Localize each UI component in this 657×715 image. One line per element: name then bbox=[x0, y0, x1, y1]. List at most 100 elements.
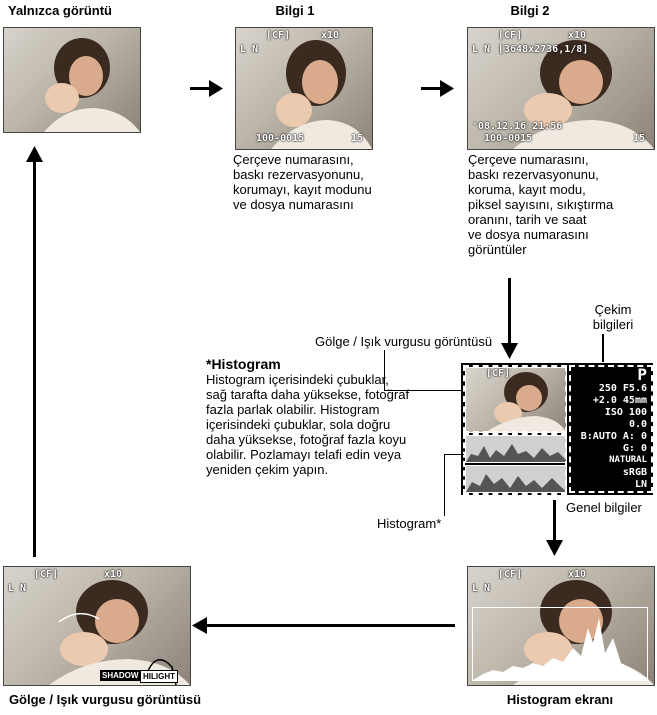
desc-line: baskı rezervasyonunu, bbox=[468, 167, 599, 182]
leader-shooting-info bbox=[602, 334, 604, 362]
histogram-note-line: olabilir. Pozlamayı telafi edin veya bbox=[206, 447, 402, 462]
photo-mother-baby bbox=[486, 372, 566, 432]
screen-histogram: [CF] x10 L N bbox=[467, 566, 655, 686]
osd-card: [CF] bbox=[498, 569, 523, 580]
title-histogram-screen: Histogram ekranı bbox=[506, 692, 614, 707]
osd-quality: L N bbox=[240, 44, 259, 55]
osd-quality: L N bbox=[472, 583, 491, 594]
info-dashed-frame bbox=[569, 365, 653, 493]
desc-line: baskı rezervasyonunu, bbox=[233, 167, 364, 182]
photo-mother-baby bbox=[513, 40, 654, 149]
osd-zoom: x10 bbox=[568, 30, 587, 41]
info-thumbnail: [CF] bbox=[465, 367, 567, 433]
title-shadow-highlight-screen: Gölge / Işık vurgusu görüntüsü bbox=[8, 692, 202, 707]
arrowhead-down-1 bbox=[501, 343, 518, 359]
photo-mother-baby bbox=[49, 580, 190, 685]
shooting-line: 0.0 bbox=[628, 419, 647, 430]
desc-info2: Çerçeve numarasını, baskı rezervasyonunu… bbox=[468, 152, 654, 257]
shooting-info-panel: P 250 F5.6 +2.0 45mm ISO 100 0.0 B:AUTO … bbox=[569, 363, 653, 495]
callout-general-info: Genel bilgiler bbox=[566, 500, 642, 515]
histogram-bottom bbox=[465, 465, 567, 493]
arrowhead-right-1 bbox=[209, 80, 223, 97]
label-hilight: HILIGHT bbox=[140, 670, 178, 683]
arrow-right-1 bbox=[190, 87, 212, 90]
shooting-line: NATURAL bbox=[609, 455, 647, 465]
histogram-note-line: Histogram içerisindeki çubuklar, bbox=[206, 372, 389, 387]
shooting-line: LN bbox=[634, 479, 647, 490]
thumbnail-dashed-frame bbox=[463, 365, 567, 433]
leader-histogram-h bbox=[444, 454, 464, 455]
arrow-down-1 bbox=[508, 278, 511, 346]
screen-info-display: [CF] P 250 F5.6 +2.0 45mm ISO 100 0.0 B:… bbox=[461, 363, 653, 495]
leader-shadow-v bbox=[384, 350, 385, 390]
desc-line: koruma, kayıt modu, bbox=[468, 182, 586, 197]
arrow-down-2 bbox=[553, 500, 556, 542]
histogram-overlay-graph bbox=[473, 618, 647, 680]
osd-file: 100-0015 bbox=[484, 133, 533, 144]
arrow-left bbox=[205, 624, 455, 627]
histogram-note-line: yeniden çekim yapın. bbox=[206, 462, 329, 477]
callout-shadow-highlight: Gölge / Işık vurgusu görüntüsü bbox=[315, 334, 493, 349]
osd-quality: L N bbox=[472, 44, 491, 55]
callout-shooting-info: Çekim bilgileri bbox=[583, 302, 643, 332]
desc-line: ve dosya numarasını bbox=[233, 197, 354, 212]
osd-card: [CF] bbox=[34, 569, 59, 580]
arrowhead-up bbox=[26, 146, 43, 162]
arrow-right-2 bbox=[421, 87, 443, 90]
histogram-note-line: fazla parlak olabilir. Histogram bbox=[206, 402, 380, 417]
desc-line: Çerçeve numarasını, bbox=[233, 152, 354, 167]
photo-mother-baby bbox=[271, 40, 372, 149]
arrow-up bbox=[33, 160, 36, 557]
arrowhead-down-2 bbox=[546, 540, 563, 556]
shooting-mode: P bbox=[637, 365, 647, 384]
shooting-line: +2.0 45mm bbox=[592, 395, 647, 406]
desc-line: ve dosya numarasını bbox=[468, 227, 589, 242]
osd-card: [CF] bbox=[498, 30, 523, 41]
osd-frame: 15 bbox=[351, 133, 364, 144]
osd-file: 100-0015 bbox=[256, 133, 305, 144]
osd-size: [3648x2736,1/8] bbox=[498, 44, 589, 55]
screen-info2: [CF] x10 L N [3648x2736,1/8] '08.12.16 2… bbox=[467, 27, 655, 150]
osd-quality: L N bbox=[8, 583, 27, 594]
title-info2: Bilgi 2 bbox=[510, 3, 550, 18]
histogram-top bbox=[465, 435, 567, 463]
arrowhead-right-2 bbox=[440, 80, 454, 97]
desc-line: görüntüler bbox=[468, 242, 527, 257]
desc-line: Çerçeve numarasını, bbox=[468, 152, 589, 167]
callout-histogram: Histogram* bbox=[377, 516, 442, 531]
histogram-graph bbox=[466, 474, 566, 492]
osd-zoom: x10 bbox=[568, 569, 587, 580]
callout-line: Çekim bbox=[594, 302, 632, 317]
callout-line: bilgileri bbox=[592, 317, 634, 332]
desc-line: oranını, tarih ve saat bbox=[468, 212, 587, 227]
shooting-line: G: 0 bbox=[622, 443, 647, 454]
desc-line: piksel sayısını, sıkıştırma bbox=[468, 197, 614, 212]
osd-datetime: '08.12.16 21:56 bbox=[472, 121, 563, 132]
shooting-line: ISO 100 bbox=[604, 407, 647, 418]
histogram-note: *Histogram Histogram içerisindeki çubukl… bbox=[206, 356, 466, 477]
histogram-graph bbox=[466, 444, 566, 462]
screen-only-image bbox=[3, 27, 141, 133]
shooting-line: sRGB bbox=[622, 467, 647, 478]
leader-shadow-h bbox=[384, 390, 464, 391]
histogram-dashed-frame bbox=[463, 433, 567, 495]
osd-frame: 15 bbox=[633, 133, 646, 144]
shooting-line: B:AUTO A: 0 bbox=[580, 431, 647, 442]
histogram-note-line: daha yüksekse, fotoğraf fazla koyu bbox=[206, 432, 407, 447]
histogram-overlay-frame bbox=[472, 607, 648, 681]
leader-histogram-v bbox=[444, 454, 445, 516]
desc-info1: Çerçeve numarasını, baskı rezervasyonunu… bbox=[233, 152, 383, 212]
osd-card: [CF] bbox=[266, 30, 291, 41]
osd-zoom: x10 bbox=[321, 30, 340, 41]
shooting-line: 250 F5.6 bbox=[598, 383, 647, 394]
screen-info1: [CF] x10 L N 100-0015 15 bbox=[235, 27, 373, 150]
histogram-note-line: sağ tarafta daha yüksekse, fotoğraf bbox=[206, 387, 410, 402]
histogram-note-heading: *Histogram bbox=[206, 356, 281, 372]
desc-line: korumayı, kayıt modunu bbox=[233, 182, 372, 197]
photo-mother-baby bbox=[44, 38, 140, 132]
label-shadow: SHADOW bbox=[100, 670, 141, 681]
osd-zoom: x10 bbox=[104, 569, 123, 580]
title-only-image: Yalnızca görüntü bbox=[7, 3, 112, 18]
arrowhead-left bbox=[192, 617, 207, 634]
osd-card: [CF] bbox=[486, 368, 511, 379]
